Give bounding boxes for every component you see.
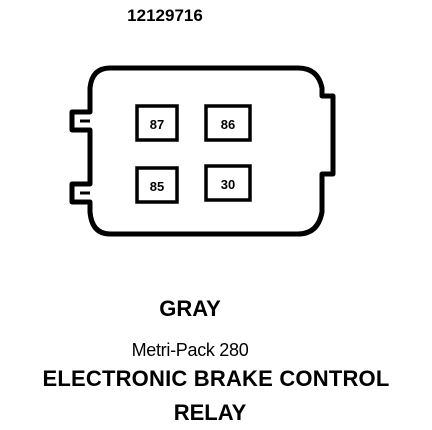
connector-face-diagram: 87 86 85 30: [69, 65, 336, 237]
pin-bottom-right: 30: [204, 164, 252, 202]
pin-label-top-left: 87: [150, 117, 164, 132]
part-number: 12129716: [127, 6, 203, 25]
connector-color-label: GRAY: [159, 296, 221, 321]
pin-top-left: 87: [135, 104, 179, 142]
pin-label-bottom-left: 85: [150, 179, 164, 194]
connector-outline: [69, 65, 336, 237]
component-title-line1: ELECTRONIC BRAKE CONTROL: [42, 366, 390, 391]
pin-label-bottom-right: 30: [221, 177, 235, 192]
component-title-line2: RELAY: [173, 400, 247, 425]
pin-label-top-right: 86: [221, 117, 235, 132]
connector-series-label: Metri-Pack 280: [131, 340, 249, 360]
pin-bottom-left: 85: [135, 166, 179, 204]
pin-top-right: 86: [204, 104, 252, 142]
